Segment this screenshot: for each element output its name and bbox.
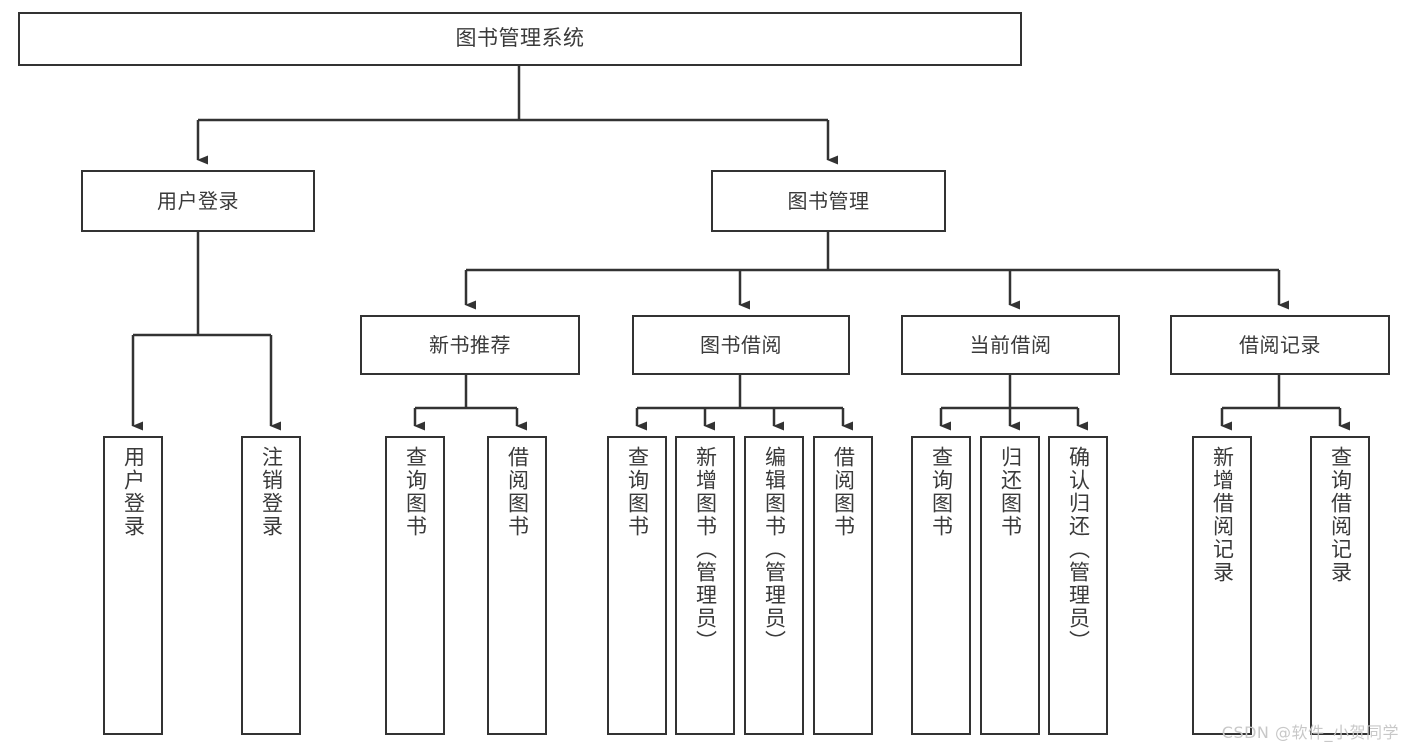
node-user-login-label: 用户登录: [157, 188, 239, 213]
node-borrow-record-label: 借阅记录: [1239, 332, 1321, 357]
leaf-user-login-1-label: 注销登录: [259, 446, 284, 538]
node-book-borrow[interactable]: 图书借阅: [632, 315, 850, 375]
leaf-book-borrow-0[interactable]: 查询图书: [607, 436, 667, 735]
node-new-book-recommend[interactable]: 新书推荐: [360, 315, 580, 375]
leaf-current-borrow-1-label: 归还图书: [998, 446, 1023, 538]
leaf-new-book-0-label: 查询图书: [403, 446, 428, 538]
leaf-current-borrow-0-label: 查询图书: [929, 446, 954, 538]
leaf-book-borrow-2-label: 编辑图书（管理员）: [762, 446, 787, 653]
leaf-book-borrow-3[interactable]: 借阅图书: [813, 436, 873, 735]
node-book-management[interactable]: 图书管理: [711, 170, 946, 232]
leaf-new-book-1[interactable]: 借阅图书: [487, 436, 547, 735]
leaf-borrow-record-1-label: 查询借阅记录: [1328, 446, 1353, 584]
node-current-borrow[interactable]: 当前借阅: [901, 315, 1120, 375]
node-new-book-recommend-label: 新书推荐: [429, 332, 511, 357]
leaf-borrow-record-0[interactable]: 新增借阅记录: [1192, 436, 1252, 735]
leaf-new-book-1-label: 借阅图书: [505, 446, 530, 538]
node-user-login[interactable]: 用户登录: [81, 170, 315, 232]
leaf-borrow-record-0-label: 新增借阅记录: [1210, 446, 1235, 584]
leaf-current-borrow-1[interactable]: 归还图书: [980, 436, 1040, 735]
node-book-borrow-label: 图书借阅: [700, 332, 782, 357]
leaf-book-borrow-1-label: 新增图书（管理员）: [693, 446, 718, 653]
leaf-user-login-0[interactable]: 用户登录: [103, 436, 163, 735]
leaf-book-borrow-2[interactable]: 编辑图书（管理员）: [744, 436, 804, 735]
leaf-book-borrow-3-label: 借阅图书: [831, 446, 856, 538]
node-book-management-label: 图书管理: [787, 188, 870, 213]
leaf-book-borrow-1[interactable]: 新增图书（管理员）: [675, 436, 735, 735]
leaf-current-borrow-2[interactable]: 确认归还（管理员）: [1048, 436, 1108, 735]
leaf-borrow-record-1[interactable]: 查询借阅记录: [1310, 436, 1370, 735]
node-current-borrow-label: 当前借阅: [969, 332, 1052, 357]
node-root[interactable]: 图书管理系统: [18, 12, 1022, 66]
node-borrow-record[interactable]: 借阅记录: [1170, 315, 1390, 375]
leaf-current-borrow-2-label: 确认归还（管理员）: [1066, 446, 1091, 653]
leaf-user-login-1[interactable]: 注销登录: [241, 436, 301, 735]
csdn-watermark: CSDN @软件_小贺同学: [1221, 723, 1399, 742]
leaf-new-book-0[interactable]: 查询图书: [385, 436, 445, 735]
leaf-user-login-0-label: 用户登录: [121, 446, 146, 538]
leaf-book-borrow-0-label: 查询图书: [625, 446, 650, 538]
leaf-current-borrow-0[interactable]: 查询图书: [911, 436, 971, 735]
node-root-label: 图书管理系统: [455, 26, 585, 51]
